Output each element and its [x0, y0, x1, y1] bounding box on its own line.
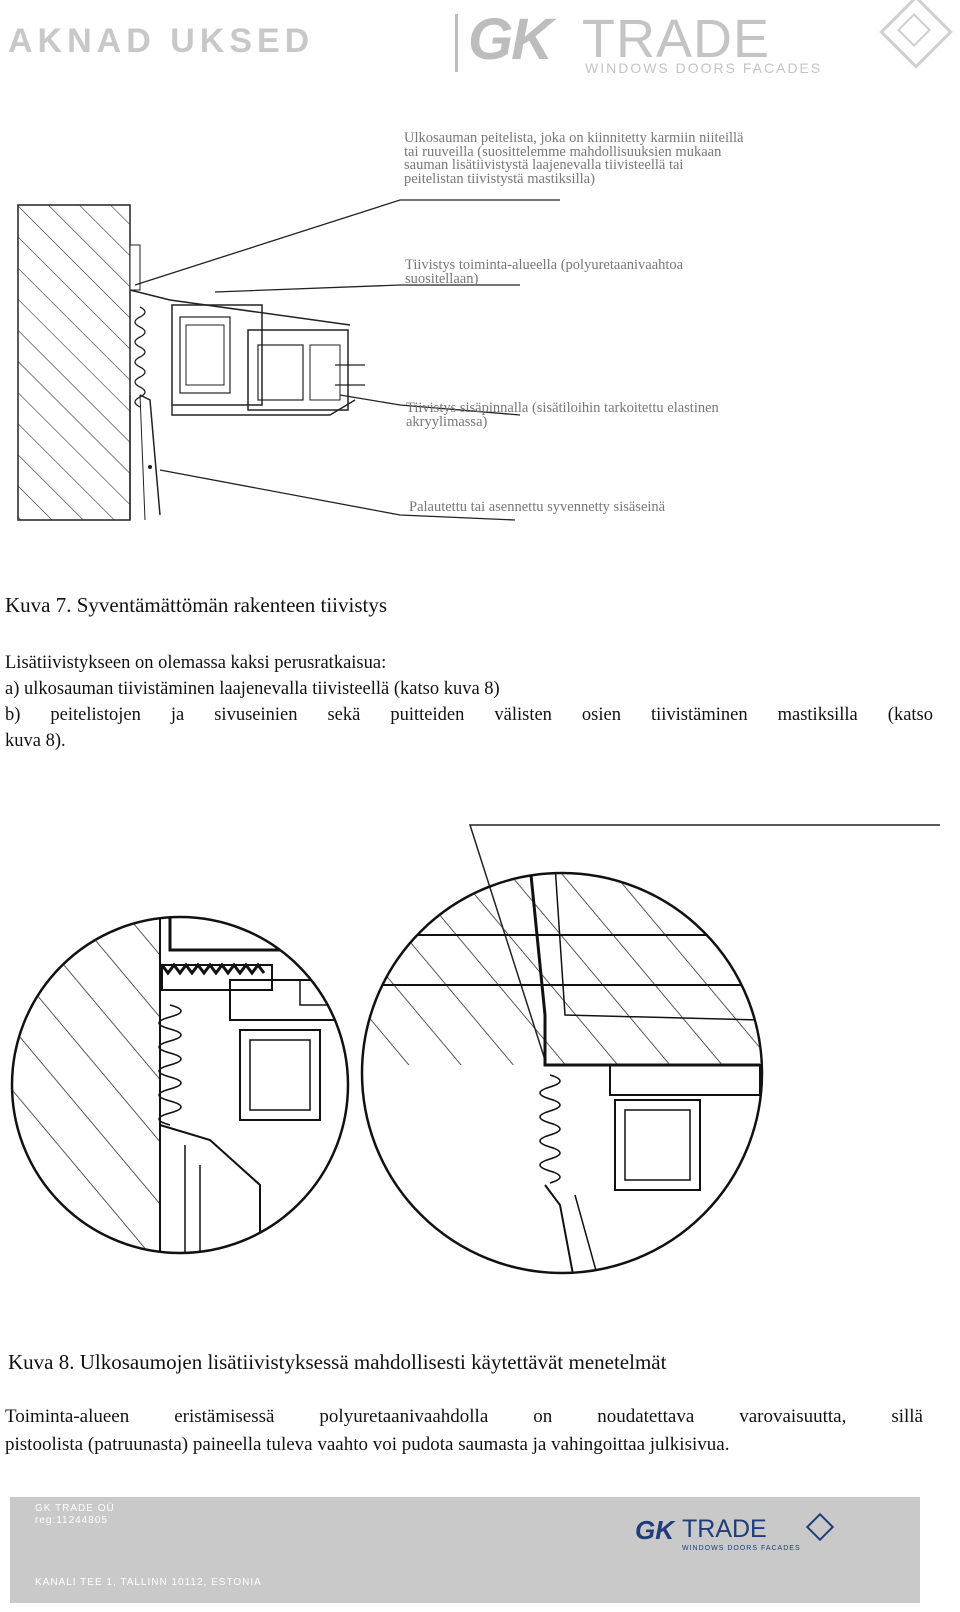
footer-diamond-icon	[805, 1512, 835, 1542]
figure7-label-inner-wall: Palautettu tai asennettu syvennetty sisä…	[409, 499, 666, 515]
footer-reg: reg:11244805	[35, 1515, 108, 1526]
page-footer: GK TRADE OÜ reg:11244805 KANALI TEE 1, T…	[10, 1497, 920, 1603]
footer-company: GK TRADE OÜ	[35, 1503, 115, 1514]
footer-address: KANALI TEE 1, TALLINN 10112, ESTONIA	[35, 1577, 262, 1588]
figure8-drawing	[10, 824, 940, 1275]
text-foam-warning-1: Toiminta-alueen eristämisessä polyuretaa…	[5, 1406, 923, 1427]
text-foam-warning-2: pistoolista (patruunasta) paineella tule…	[5, 1434, 730, 1455]
text-block-1: Lisätiivistykseen on olemassa kaksi peru…	[5, 650, 933, 754]
header-logo-tagline: WINDOWS DOORS FACADES	[585, 60, 823, 76]
expanding-seal	[160, 962, 266, 976]
header-divider	[455, 14, 458, 72]
text-block-2: Toiminta-alueen eristämisessä polyuretaa…	[5, 1403, 923, 1459]
text-option-a: a) ulkosauman tiivistäminen laajenevalla…	[5, 679, 500, 699]
text-option-b-cont: kuva 8).	[5, 731, 66, 751]
figure8-caption: Kuva 8. Ulkosaumojen lisätiivistyksessä …	[8, 1350, 667, 1374]
footer-logo-tagline: WINDOWS DOORS FACADES	[682, 1545, 801, 1552]
seal-foam	[134, 306, 146, 408]
figure7-drawing	[17, 199, 560, 521]
text-option-b: b) peitelistojen ja sivuseinien sekä pui…	[5, 705, 933, 725]
header-logo-gk: GK	[468, 7, 553, 72]
header-logo-trade: TRADE	[582, 9, 771, 69]
figure7-caption: Kuva 7. Syventämättömän rakenteen tiivis…	[5, 593, 387, 617]
page-header: AKNAD UKSED GK TRADE WINDOWS DOORS FACAD…	[0, 0, 960, 90]
sash-profile	[247, 329, 349, 411]
figure7-label-foam: Tiivistys toiminta-alueella (polyuretaan…	[405, 257, 684, 287]
wall-section	[17, 204, 131, 521]
header-brand-text: AKNAD UKSED	[8, 22, 315, 60]
figure7-label-acrylic: Tiivistys sisäpinnalla (sisätiloihin tar…	[406, 400, 719, 430]
text-intro: Lisätiivistykseen on olemassa kaksi peru…	[5, 653, 387, 673]
figure7-label-cover-strip: Ulkosauman peitelista, joka on kiinnitet…	[404, 130, 744, 187]
footer-logo-trade: TRADE	[682, 1515, 767, 1543]
window-frame	[171, 304, 263, 406]
footer-logo-gk: GK	[635, 1515, 674, 1545]
